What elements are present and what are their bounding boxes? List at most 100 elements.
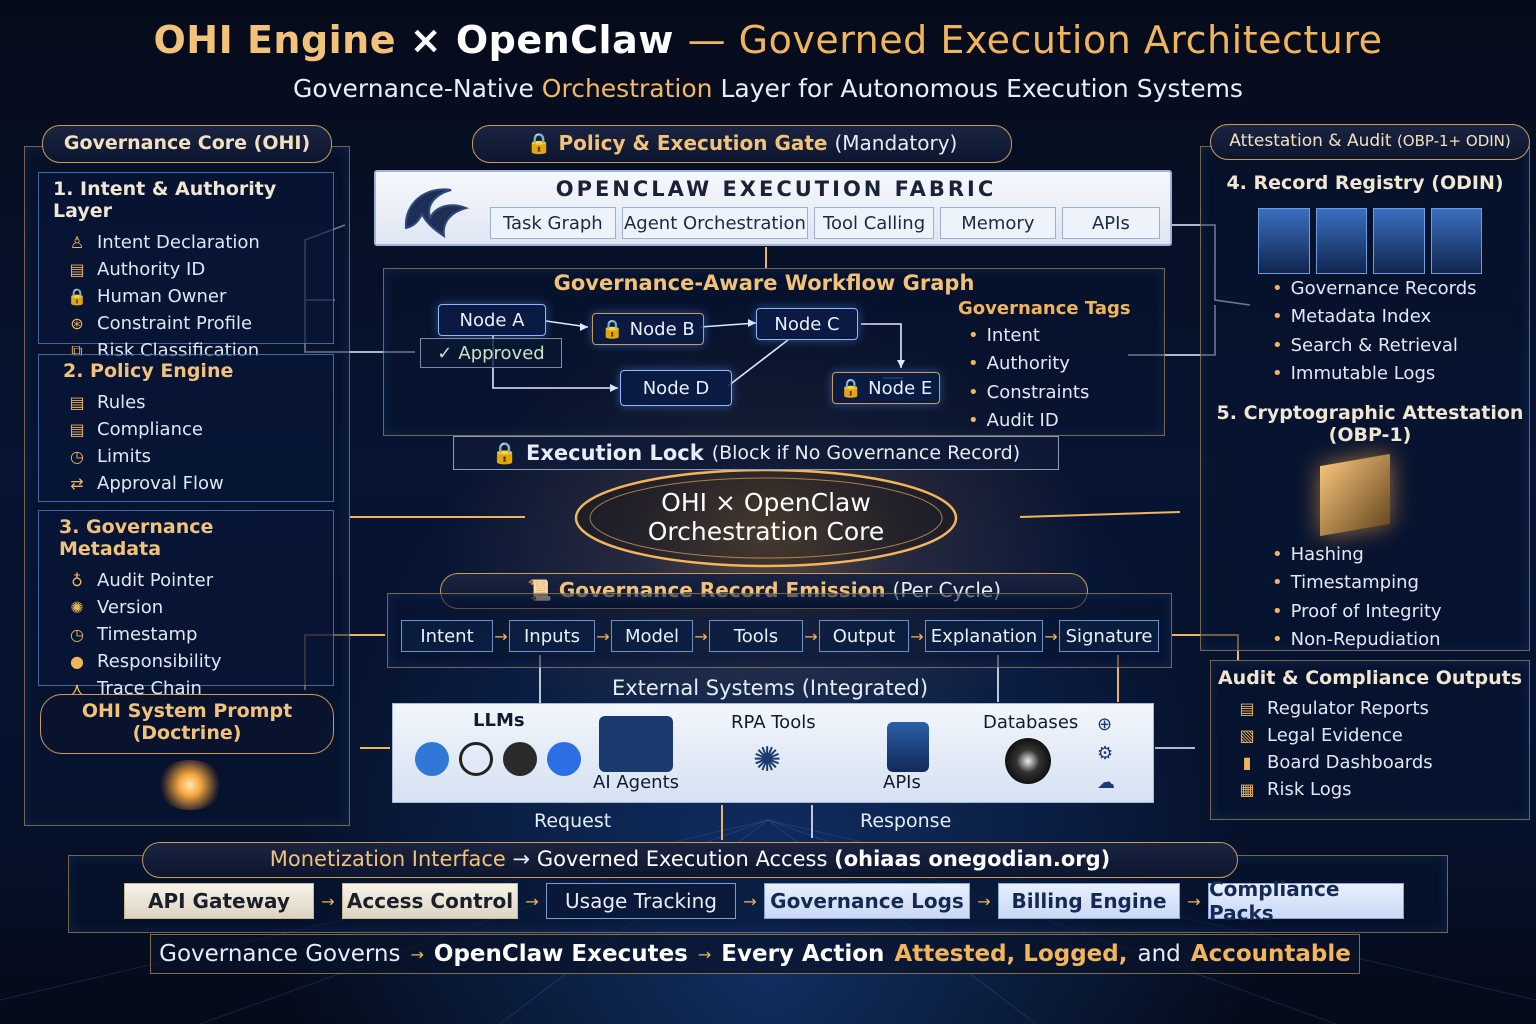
trace-icon: ⋏ [71,679,83,698]
ai-agents-label: AI Agents [593,772,680,793]
fabric-chip[interactable]: Task Graph [490,207,616,239]
limits-icon: ◷ [70,447,84,466]
title-rest: — Governed Execution Architecture [687,18,1383,62]
fabric-chip[interactable]: Memory [939,207,1056,239]
monetization-button[interactable]: Usage Tracking [546,883,736,919]
shield-logo-icon [547,742,581,776]
governance-tags: Governance Tags IntentAuthorityConstrain… [958,298,1158,435]
policy-engine-section: 2. Policy Engine ▤Rules▤Compliance◷Limit… [38,354,334,502]
monetization-button[interactable]: API Gateway [124,883,314,919]
request-label: Request [534,810,612,832]
rpa-tools-label: RPA Tools [731,712,816,733]
tagline-and: and [1137,941,1181,967]
core-line1: OHI × OpenClaw [661,488,871,517]
arrow-right-icon: → [910,626,924,646]
globe-icon: ⊕ [1097,714,1113,735]
arrow-right-icon: → [697,944,712,964]
response-label: Response [860,810,952,832]
list-item: ●Responsibility [67,648,333,675]
node-d[interactable]: Node D [620,370,732,406]
attestation-tab: Attestation & Audit (OBP-1+ ODIN) [1210,124,1530,160]
emission-pipeline: Intent→Inputs→Model→Tools→Output→Explana… [401,619,1171,653]
compliance-icon: ▤ [69,420,85,439]
list-item: ▮Board Dashboards [1237,749,1529,776]
list-item-label: Version [97,597,164,618]
arrow-right-icon: → [1044,626,1058,646]
emission-step: Inputs [509,620,595,652]
fabric-chip[interactable]: Agent Orchestration [621,207,809,239]
audit-pointer-icon: ♁ [71,571,83,590]
tagline-attested: Attested, Logged, [894,941,1128,967]
monetization-button[interactable]: Governance Logs [764,883,970,919]
timestamp-icon: ◷ [70,625,84,644]
approved-status: ✓Approved [420,338,562,368]
bullet-item: Authority [968,350,1158,379]
record-registry-list: Governance RecordsMetadata IndexSearch &… [1272,274,1522,388]
emission-step: Tools [709,620,803,652]
wire-core-right [1019,511,1181,518]
list-item-label: Limits [97,446,151,467]
list-item-label: Rules [97,392,146,413]
title-ohi: OHI Engine [153,18,397,62]
lock-icon: 🔒 [526,131,552,155]
legal-icon: ▧ [1239,726,1255,745]
bullet-item: Constraints [968,378,1158,407]
emission-step: Intent [401,620,493,652]
llm-logo-icon [415,742,449,776]
fabric-chip[interactable]: Tool Calling [814,207,934,239]
monetization-access: Governed Execution Access [536,847,828,871]
doctrine-glow-icon [155,760,225,810]
llms-label: LLMs [473,710,525,731]
monetization-button[interactable]: Access Control [342,883,518,919]
monetization-button[interactable]: Compliance Packs [1208,877,1404,925]
bullet-item: Metadata Index [1272,303,1522,332]
audit-outputs-title: Audit & Compliance Outputs [1217,667,1523,689]
orchestration-core: OHI × OpenClaw Orchestration Core [596,488,936,546]
list-item: ▤Regulator Reports [1237,695,1529,722]
database-disk-icon [1005,738,1051,784]
list-item-label: Trace Chain [97,678,202,699]
monetization-tab: Monetization Interface → Governed Execut… [142,842,1238,878]
list-item: ▦Risk Logs [1237,776,1529,803]
node-b[interactable]: 🔒Node B [592,313,704,345]
list-item-label: Audit Pointer [97,570,214,591]
list-item: ◷ Limits [67,443,333,470]
version-icon: ✺ [70,598,84,617]
subtitle-part1: Governance-Native [293,74,534,103]
lock-icon: 🔒 [839,377,863,399]
bullet-item: Immutable Logs [1272,360,1522,389]
external-title-suffix: (Integrated) [801,676,929,700]
bullet-item: Timestamping [1272,569,1522,598]
red-lock-icon: 🔒 [491,440,518,465]
bullet-item: Search & Retrieval [1272,331,1522,360]
node-a[interactable]: Node A [438,304,546,336]
policy-gate-suffix: (Mandatory) [834,131,958,155]
node-e[interactable]: 🔒Node E [832,372,940,404]
fabric-chip[interactable]: APIs [1061,207,1161,239]
list-item-label: Intent Declaration [97,232,260,253]
attestation-title: 5. Cryptographic Attestation (OBP-1) [1210,402,1530,446]
policy-gate-tab: 🔒 Policy & Execution Gate (Mandatory) [472,125,1012,163]
node-c[interactable]: Node C [756,308,858,340]
tagline-executes: OpenClaw Executes [433,941,688,967]
list-item-label: Constraint Profile [97,313,253,334]
list-item: ♁ Audit Pointer [67,567,333,594]
monetization-button[interactable]: Billing Engine [998,883,1180,919]
workflow-title: Governance-Aware Workflow Graph [553,271,975,295]
bullet-item: Governance Records [1272,274,1522,303]
bullet-item: Proof of Integrity [1272,597,1522,626]
lock-icon: 🔒 [601,318,624,340]
emission-step: Output [819,620,909,652]
attestation-title-line2: (OBP-1) [1328,424,1412,446]
server-rack-icon [1258,208,1482,274]
title-times: × [409,18,443,62]
arrow-right-icon: → [494,626,508,646]
title-openclaw: OpenClaw [455,18,674,62]
external-systems-panel: LLMs AI Agents RPA Tools ✺ APIs Database… [392,703,1154,803]
list-item-label: Risk Logs [1267,779,1352,800]
list-item-label: Human Owner [97,286,227,307]
claw-logo-icon [396,178,476,242]
attestation-list: HashingTimestampingProof of IntegrityNon… [1272,540,1522,654]
